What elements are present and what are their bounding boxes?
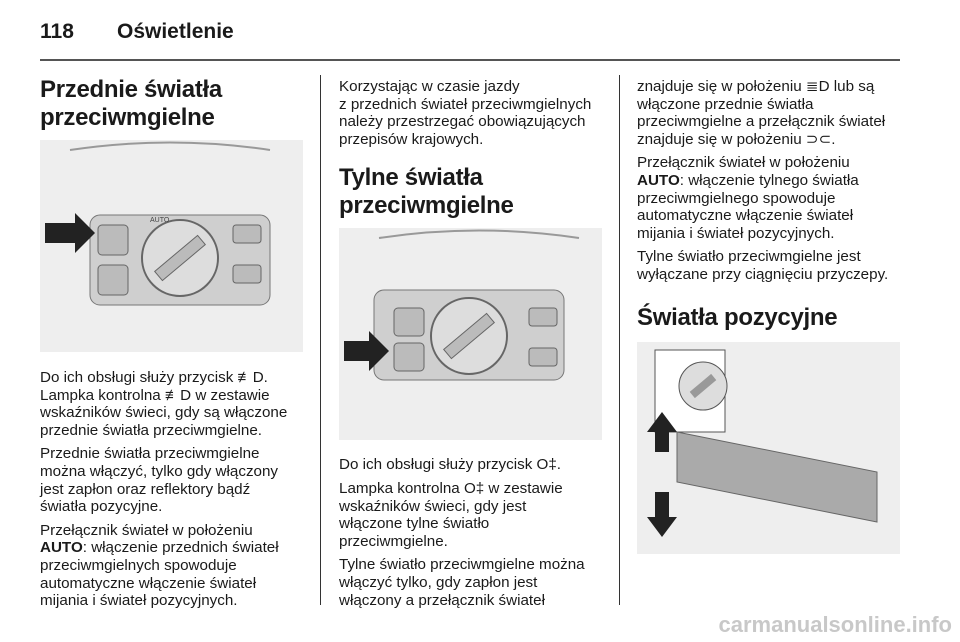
- column-divider: [619, 75, 620, 605]
- paragraph: Lampka kontrolna O‡ w zestawie wskaźnikó…: [339, 479, 563, 550]
- auto-term: AUTO: [637, 171, 680, 189]
- text: Przełącznik świateł w położeniu: [40, 521, 253, 539]
- text: : włączenie przednich świateł przeciwmgi…: [40, 539, 279, 610]
- text: Przełącznik świateł w położeniu: [637, 154, 850, 172]
- section-title: Oświetlenie: [117, 20, 234, 43]
- light-switch-illustration: AUTO: [45, 141, 271, 306]
- paragraph: Do ich obsługi służy przycisk ≢D. Lampka…: [40, 369, 288, 439]
- column-1: Przednie światła przeciwmgielne AUTO Do …: [40, 76, 308, 616]
- paragraph: Przełącznik świateł w położeniu AUTO: wł…: [637, 154, 905, 242]
- watermark: carmanualsonline.info: [718, 612, 953, 637]
- paragraph: Tylne światło przeciwmgielne jest wyłącz…: [637, 248, 889, 283]
- paragraph: Przełącznik świateł w położeniu AUTO: wł…: [40, 522, 308, 610]
- light-switch-illustration: [344, 229, 580, 381]
- heading-sidelights: Światła pozycyjne: [637, 303, 838, 331]
- paragraph: Tylne światło przeciwmgielne można włącz…: [339, 556, 585, 609]
- figure-front-fog-switch: AUTO: [40, 140, 303, 352]
- paragraph: Przednie światła przeciwmgielne można wł…: [40, 445, 279, 516]
- paragraph: Korzystając w czasie jazdy z przednich ś…: [339, 78, 592, 148]
- heading-front-fog: Przednie światła przeciwmgielne: [40, 76, 222, 131]
- arrow-icon: [45, 213, 95, 253]
- header-rule: [40, 59, 900, 61]
- column-3: znajduje się w położeniu ≣D lub są włącz…: [637, 78, 905, 554]
- heading-rear-fog: Tylne światła przeciwmgielne: [339, 164, 514, 220]
- stalk-illustration: [647, 349, 878, 537]
- arrow-down-icon: [647, 491, 677, 537]
- page-number: 118: [40, 20, 74, 43]
- arrow-icon: [344, 331, 389, 372]
- arrow-up-icon: [647, 411, 677, 452]
- figure-stalk-switch: [637, 341, 900, 554]
- paragraph: Do ich obsługi służy przycisk O‡.: [339, 456, 561, 474]
- auto-label: AUTO: [150, 217, 170, 224]
- figure-rear-fog-switch: [339, 228, 602, 441]
- text: : włączenie tylnego światła przeciwmgiel…: [637, 171, 859, 242]
- column-divider: [320, 75, 321, 605]
- column-2: Korzystając w czasie jazdy z przednich ś…: [339, 78, 607, 615]
- auto-term: AUTO: [40, 539, 83, 557]
- paragraph: znajduje się w położeniu ≣D lub są włącz…: [637, 78, 886, 148]
